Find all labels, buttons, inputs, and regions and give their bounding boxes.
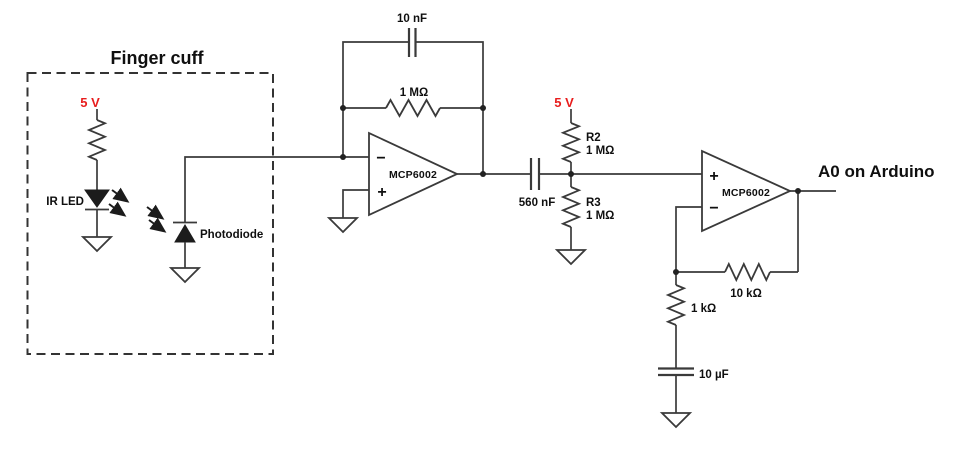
junction-feedback-left xyxy=(340,105,346,111)
arduino-output-label: A0 on Arduino xyxy=(818,162,934,181)
wire-photodiode-to-opamp1 xyxy=(184,156,369,223)
finger-cuff-section: Finger cuff 5 V IR LED Photodiode xyxy=(26,48,274,355)
r3-name-label: R3 xyxy=(586,197,601,209)
coupling-cap-label: 560 nF xyxy=(519,197,555,209)
transimpedance-stage: 10 nF 1 MΩ − + MCP6002 xyxy=(184,13,531,234)
junction-opamp1-output xyxy=(480,171,486,177)
r2-value-label: 1 MΩ xyxy=(586,145,614,157)
ground-symbol-gain xyxy=(659,412,693,429)
ir-led-triangle xyxy=(84,189,110,208)
second-gain-stage: + − MCP6002 A0 on Arduino 10 kΩ 1 kΩ 10 … xyxy=(658,149,934,429)
gain-cap-label: 10 µF xyxy=(699,369,729,381)
resistor-1k-label: 1 kΩ xyxy=(691,303,716,315)
light-beam-arrows xyxy=(108,187,167,233)
finger-cuff-title: Finger cuff xyxy=(111,48,205,68)
light-arrow-3 xyxy=(146,204,165,220)
feedback-resistor xyxy=(385,98,441,118)
photodiode-label: Photodiode xyxy=(200,229,263,241)
ground-symbol-photodiode xyxy=(168,267,202,284)
photodiode-triangle xyxy=(174,224,196,243)
opamp1-part-label: MCP6002 xyxy=(389,169,437,181)
wire-opamp2-minus-to-node xyxy=(675,206,702,272)
wire-feedback-left-rail xyxy=(342,41,409,157)
ground-symbol-opamp1 xyxy=(326,217,360,234)
divider-supply-label: 5 V xyxy=(554,95,574,110)
opamp1-triangle xyxy=(368,131,460,217)
junction-inverting-input xyxy=(340,154,346,160)
junction-feedback-node xyxy=(673,269,679,275)
resistor-10k xyxy=(724,261,771,283)
opamp1-noninverting-sign: + xyxy=(377,184,386,201)
opamp1-inverting-sign: − xyxy=(376,150,385,167)
feedback-resistor-label: 1 MΩ xyxy=(400,87,428,99)
resistor-10k-label: 10 kΩ xyxy=(730,288,762,300)
ground-symbol-led xyxy=(80,236,114,253)
junction-feedback-right xyxy=(480,105,486,111)
coupling-bias-network: 560 nF 5 V R2 1 MΩ R3 1 MΩ xyxy=(519,95,702,266)
junction-bias-node xyxy=(568,171,574,177)
resistor-r2 xyxy=(560,122,582,163)
wire-feedback-right-rail xyxy=(415,41,484,174)
finger-cuff-box xyxy=(26,72,274,355)
opamp2-triangle xyxy=(701,149,793,233)
ir-led-label: IR LED xyxy=(46,196,84,208)
opamp2-noninverting-sign: + xyxy=(709,168,718,185)
opamp2-inverting-sign: − xyxy=(709,200,718,217)
led-supply-label: 5 V xyxy=(80,95,100,110)
wire-opamp1-plus-to-ground xyxy=(342,189,369,218)
resistor-r3 xyxy=(560,186,582,228)
light-arrow-1 xyxy=(111,187,130,203)
resistor-1k xyxy=(665,284,687,326)
led-series-resistor xyxy=(86,119,108,161)
junction-opamp2-output xyxy=(795,188,801,194)
opamp2-part-label: MCP6002 xyxy=(722,187,770,199)
r3-value-label: 1 MΩ xyxy=(586,210,614,222)
ground-symbol-r3 xyxy=(554,249,588,266)
feedback-cap-label: 10 nF xyxy=(397,13,427,25)
r2-name-label: R2 xyxy=(586,132,601,144)
light-arrow-4 xyxy=(148,217,167,233)
light-arrow-2 xyxy=(108,201,127,217)
